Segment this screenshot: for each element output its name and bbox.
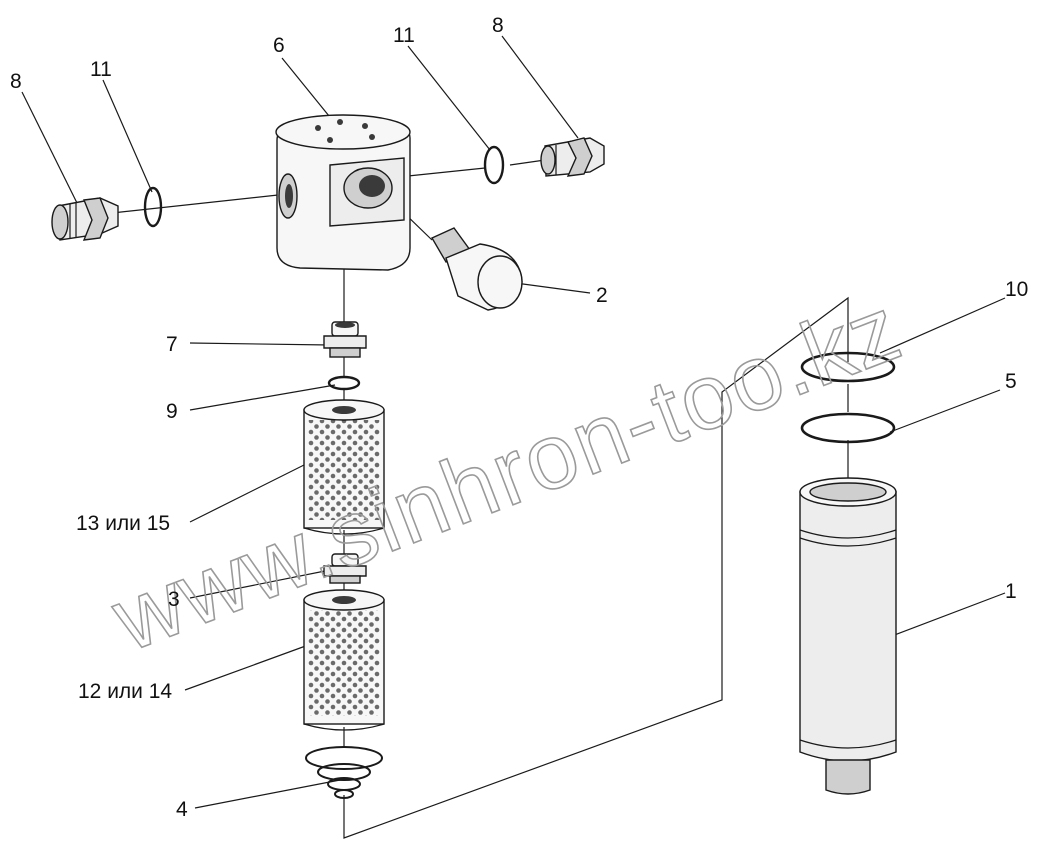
label-6: 6 [273, 34, 285, 57]
fitting-right-part-8 [540, 137, 605, 177]
watermark-group: www.sinhron-too.kz [98, 276, 915, 672]
label-11-left: 11 [90, 58, 112, 81]
label-11-right: 11 [393, 24, 415, 47]
oring-right-part-11 [483, 145, 505, 185]
nipple-part-3 [323, 553, 367, 584]
label-2: 2 [596, 284, 608, 307]
bowl-part-1 [799, 477, 897, 795]
seal-ring-part-10 [800, 351, 896, 383]
label-9: 9 [166, 400, 178, 423]
label-7: 7 [166, 333, 178, 356]
seal-ring-part-5 [800, 412, 896, 444]
spring-part-4 [305, 746, 383, 799]
label-13-or-15: 13 или 15 [76, 512, 170, 535]
label-8-right: 8 [492, 14, 504, 37]
oring-part-9 [327, 375, 361, 391]
label-8-left: 8 [10, 70, 22, 93]
indicator-part-2 [431, 227, 523, 311]
watermark-text: www.sinhron-too.kz [99, 277, 915, 671]
part-labels: 8 11 6 11 8 2 10 5 7 9 13 или 15 3 1 12 … [10, 14, 1028, 821]
fitting-left-part-8 [51, 197, 119, 241]
label-1: 1 [1005, 580, 1017, 603]
label-10: 10 [1005, 278, 1028, 301]
label-5: 5 [1005, 370, 1017, 393]
nipple-part-7 [323, 321, 367, 358]
filter-element-upper-part-13-15 [303, 399, 385, 535]
oring-left-part-11 [143, 186, 163, 228]
filter-element-lower-part-12-14 [303, 589, 385, 731]
housing-part-6 [275, 114, 411, 271]
label-3: 3 [168, 588, 180, 611]
label-12-or-14: 12 или 14 [78, 680, 172, 703]
label-4: 4 [176, 798, 188, 821]
